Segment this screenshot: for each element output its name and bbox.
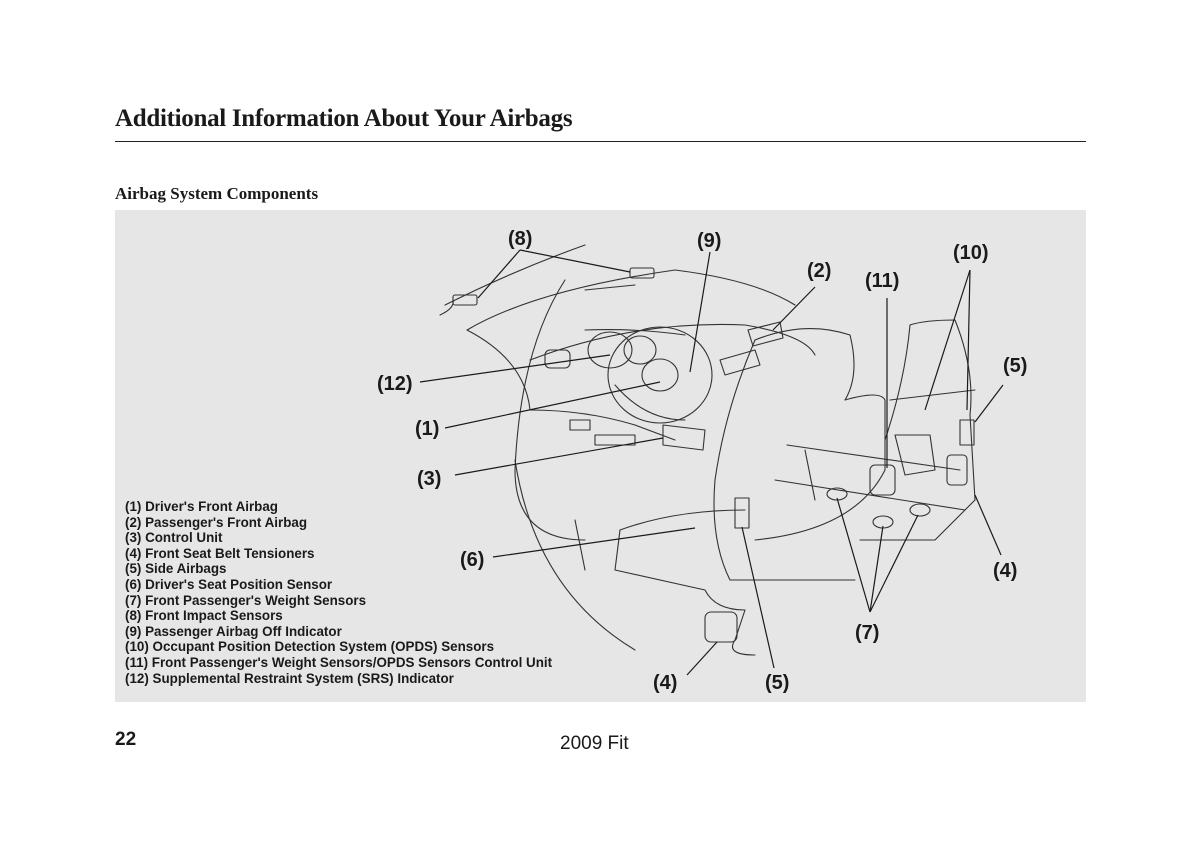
leader-9 [689, 251, 711, 373]
leader-2 [772, 286, 816, 331]
page-number: 22 [115, 729, 137, 750]
leader-10a [924, 269, 971, 411]
legend-item: (5) Side Airbags [125, 561, 227, 577]
leader-4b [686, 641, 718, 676]
callout-6: (6) [460, 549, 484, 571]
leader-lines [419, 249, 1004, 676]
leader-7b [869, 525, 884, 613]
legend-item: (3) Control Unit [125, 530, 223, 546]
legend-item: (7) Front Passenger's Weight Sensors [125, 592, 367, 608]
legend-item: (11) Front Passenger's Weight Sensors/OP… [125, 654, 553, 670]
leader-8a [477, 249, 521, 299]
legend-item: (12) Supplemental Restraint System (SRS)… [125, 670, 454, 686]
leader-8b [519, 249, 631, 273]
car-interior-drawing [439, 244, 976, 656]
leader-7a [836, 497, 871, 613]
component-legend: (1) Driver's Front Airbag (2) Passenger'… [125, 499, 552, 686]
callout-10: (10) [953, 242, 989, 264]
leader-10b [966, 269, 971, 411]
callout-7: (7) [855, 622, 879, 644]
section-heading: Airbag System Components [115, 184, 319, 203]
callout-9: (9) [697, 230, 721, 252]
legend-item: (6) Driver's Seat Position Sensor [125, 576, 333, 592]
leader-4a [974, 494, 1002, 556]
legend-item: (10) Occupant Position Detection System … [125, 639, 495, 655]
callout-11: (11) [865, 270, 899, 292]
leader-3 [454, 437, 664, 476]
callout-labels: (8) (9) (2) (11) (10) (12) (5) (1) (3) (… [377, 228, 1027, 694]
callout-5-top: (5) [1003, 355, 1027, 377]
callout-5-bottom: (5) [765, 672, 789, 694]
airbag-components-figure: (8) (9) (2) (11) (10) (12) (5) (1) (3) (… [115, 210, 1086, 702]
callout-2: (2) [807, 260, 831, 282]
leader-7c [869, 514, 919, 613]
page-title: Additional Information About Your Airbag… [115, 105, 573, 132]
legend-item: (4) Front Seat Belt Tensioners [125, 545, 315, 561]
leader-5b [741, 526, 775, 669]
legend-item: (1) Driver's Front Airbag [125, 499, 278, 514]
callout-3: (3) [417, 468, 441, 490]
footer-model-name: 2009 Fit [560, 733, 629, 754]
callout-8: (8) [508, 228, 532, 250]
callout-1: (1) [415, 418, 439, 440]
title-divider [115, 141, 1086, 142]
leader-12 [419, 354, 611, 383]
callout-4-right: (4) [993, 560, 1017, 582]
legend-item: (2) Passenger's Front Airbag [125, 514, 308, 530]
legend-item: (9) Passenger Airbag Off Indicator [125, 623, 342, 639]
leader-5a [974, 384, 1004, 423]
car-interior-illustration: (8) (9) (2) (11) (10) (12) (5) (1) (3) (… [377, 228, 1027, 694]
leader-6 [492, 527, 696, 558]
callout-12: (12) [377, 373, 413, 395]
leader-1 [444, 381, 661, 429]
callout-4-bottom: (4) [653, 672, 677, 694]
legend-item: (8) Front Impact Sensors [125, 608, 283, 624]
